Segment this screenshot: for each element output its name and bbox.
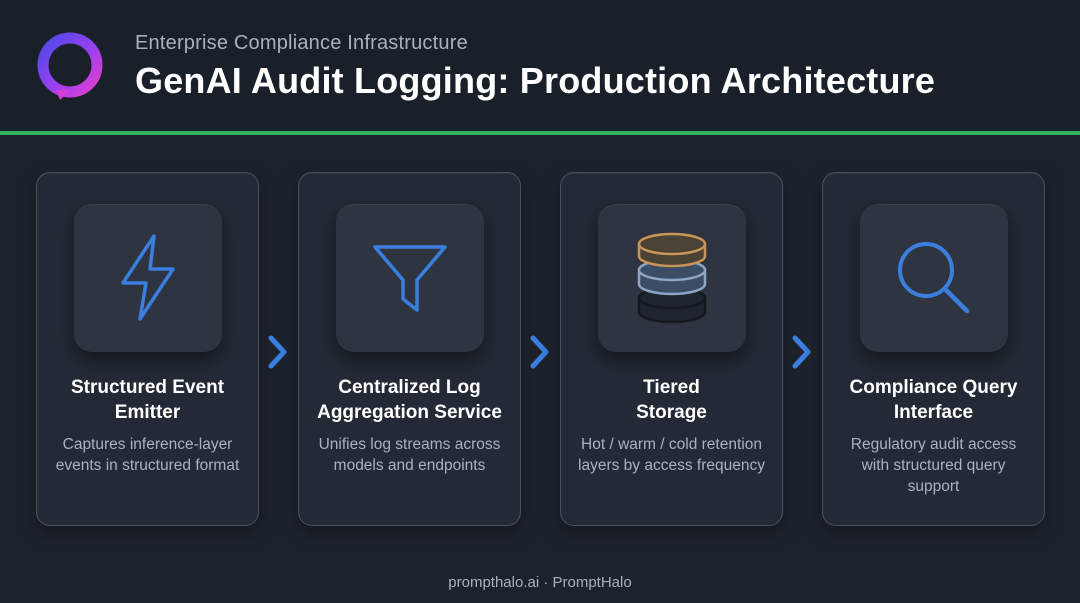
- step-description: Unifies log streams across models and en…: [318, 436, 501, 474]
- funnel-icon: [373, 245, 447, 312]
- icon-tile: [336, 204, 484, 352]
- step-card-log-aggregation: Centralized Log Aggregation Service Unif…: [298, 172, 521, 526]
- step-description: Hot / warm / cold retention layers by ac…: [578, 436, 765, 474]
- page-title: GenAI Audit Logging: Production Architec…: [135, 60, 936, 101]
- chevron-right-icon: [528, 334, 552, 370]
- step-card-query-interface: Compliance Query Interface Regulatory au…: [822, 172, 1045, 526]
- icon-tile: [598, 204, 746, 352]
- step-card-event-emitter: Structured Event Emitter Captures infere…: [36, 172, 259, 526]
- halo-ring-logo-icon: [37, 32, 103, 100]
- icon-tile: [860, 204, 1008, 352]
- step-title: Centralized Log Aggregation Service: [317, 377, 502, 423]
- step-title: Tiered Storage: [636, 377, 707, 423]
- step-title: Compliance Query Interface: [849, 377, 1018, 423]
- step-description: Regulatory audit access with structured …: [850, 436, 1017, 495]
- step-card-tiered-storage: Tiered Storage Hot / warm / cold retenti…: [560, 172, 783, 526]
- step-title: Structured Event Emitter: [70, 377, 225, 423]
- chevron-right-icon: [790, 334, 814, 370]
- footer-credit: prompthalo.ai · PromptHalo: [448, 574, 632, 591]
- chevron-right-icon: [266, 334, 290, 370]
- magnifier-icon: [898, 242, 970, 314]
- step-description: Captures inference-layer events in struc…: [55, 436, 240, 474]
- lightning-icon: [121, 234, 175, 321]
- icon-tile: [74, 204, 222, 352]
- header-bar: Enterprise Compliance Infrastructure Gen…: [0, 0, 1080, 133]
- database-stack-icon: [637, 232, 707, 324]
- header-divider: [0, 131, 1080, 135]
- page-subtitle: Enterprise Compliance Infrastructure: [135, 32, 468, 54]
